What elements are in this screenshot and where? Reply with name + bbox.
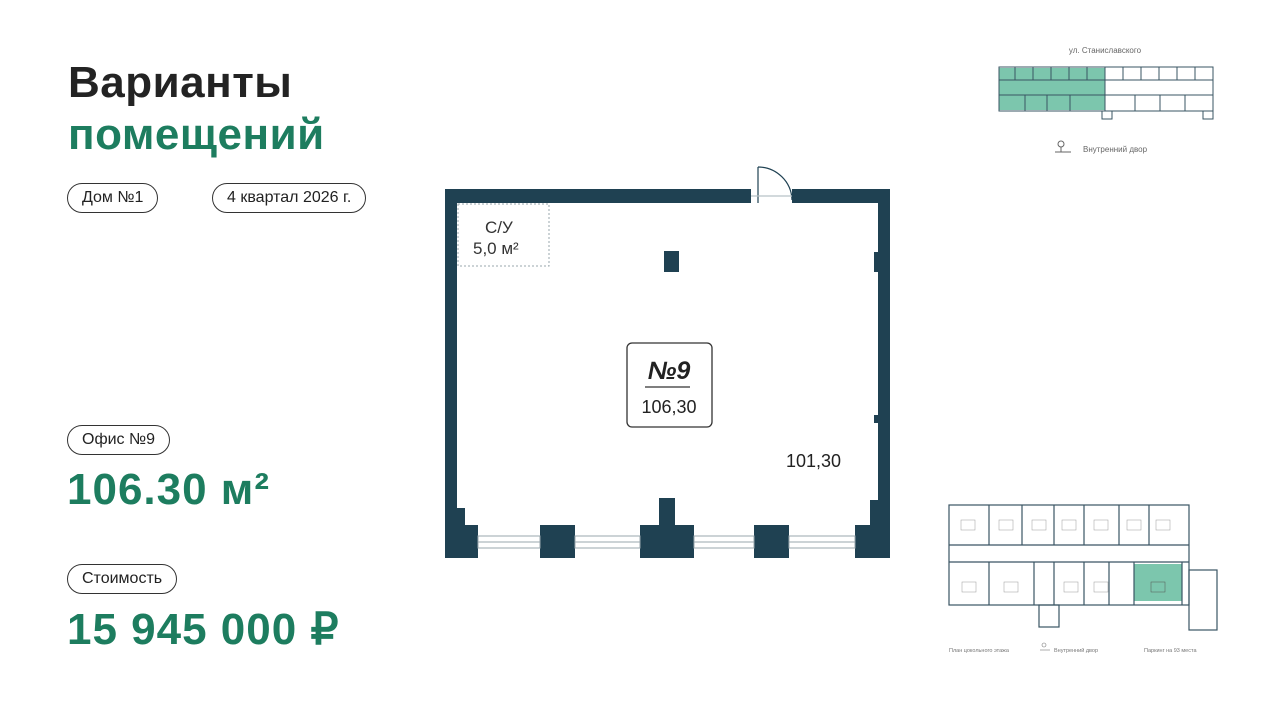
basement-floor-plan: План цокольного этажа Внутренний двор Па…: [948, 504, 1218, 654]
house-tag: Дом №1: [67, 183, 159, 213]
office-label: Офис №9: [67, 425, 171, 455]
column: [664, 251, 679, 272]
room-floor-plan: С/У 5,0 м² №9 106,30 101,30: [445, 166, 890, 558]
building-outline: [998, 66, 1214, 120]
office-area: 106.30 м²: [67, 465, 271, 514]
room-area: 106,30: [641, 397, 696, 417]
room-number: №9: [648, 357, 691, 385]
door: [751, 166, 793, 203]
bathroom-zone: [457, 203, 550, 267]
street-label: ул. Станиславского: [1069, 46, 1142, 55]
basement-outline: [948, 504, 1218, 631]
courtyard-label: Внутренний двор: [1083, 145, 1148, 154]
highlighted-office: [1134, 564, 1182, 601]
bathroom-label: С/У: [485, 218, 513, 237]
floor-caption: План цокольного этажа: [949, 648, 1010, 654]
page-title-line2: помещений: [68, 110, 325, 159]
windows: [477, 535, 856, 549]
price-label: Стоимость: [67, 564, 178, 594]
tree-icon: [1055, 140, 1071, 153]
tree-icon-small: [1040, 642, 1050, 651]
basement-courtyard-label: Внутренний двор: [1054, 647, 1098, 654]
price-value: 15 945 000 ₽: [67, 605, 340, 654]
page-title-line1: Варианты: [68, 58, 293, 107]
site-plan: ул. Станиславского Внутренний двор: [998, 46, 1214, 154]
walls: [445, 189, 890, 558]
bathroom-area: 5,0 м²: [473, 239, 519, 258]
parking-label: Паркинг на 93 места: [1144, 648, 1197, 654]
deadline-tag: 4 квартал 2026 г.: [212, 183, 367, 213]
room-label-box: [626, 342, 713, 428]
main-area: 101,30: [786, 451, 841, 471]
